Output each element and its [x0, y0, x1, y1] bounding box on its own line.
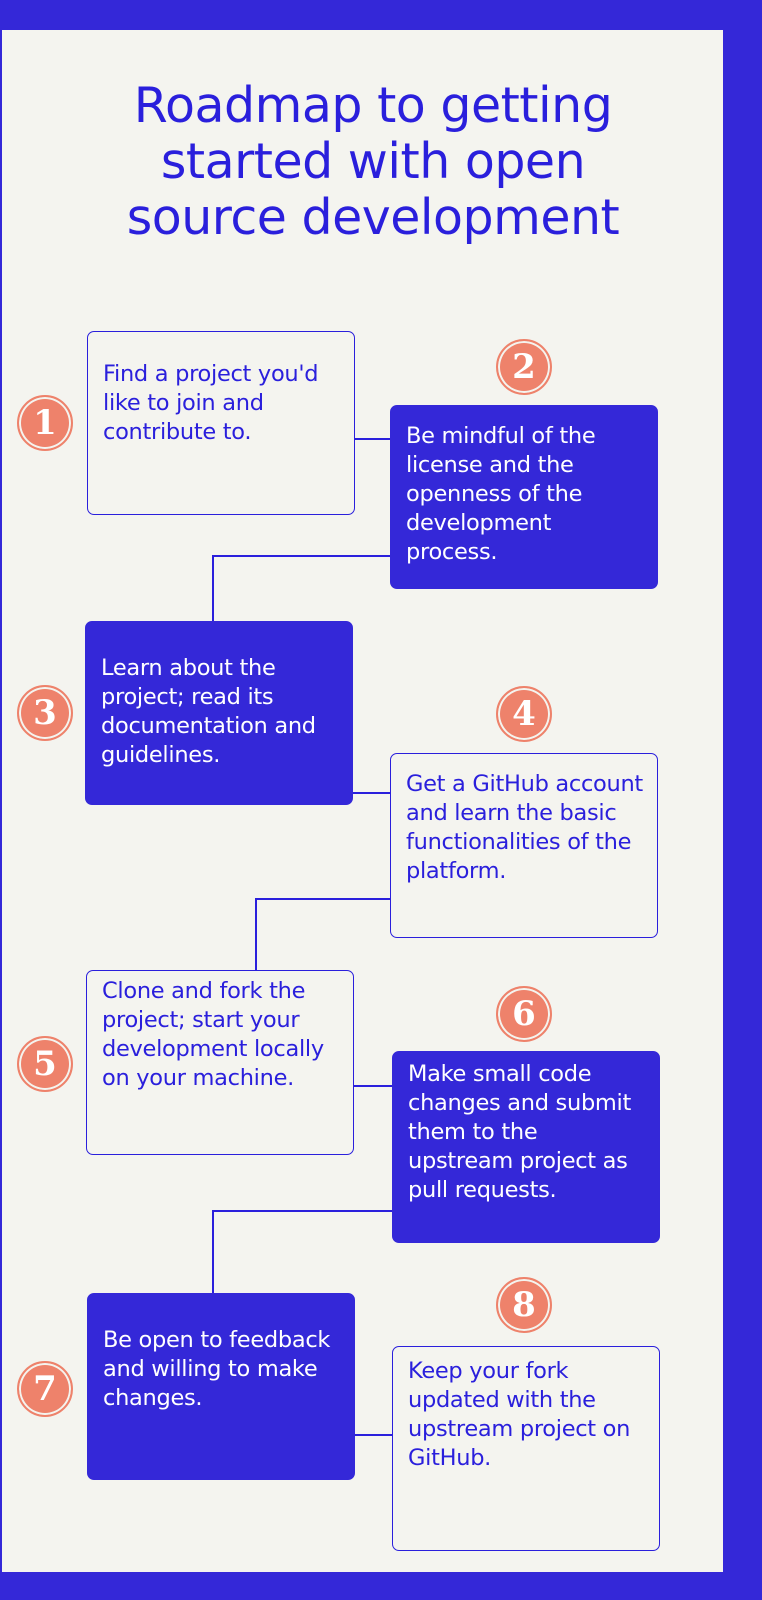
- connector-6-7-v: [212, 1210, 214, 1293]
- connector-4-5-h: [255, 898, 390, 900]
- step-7-number-badge: 7: [17, 1361, 73, 1417]
- step-3-number-badge: 3: [17, 685, 73, 741]
- step-1-number-badge: 1: [17, 395, 73, 451]
- step-7-box: Be open to feedback and willing to make …: [87, 1293, 355, 1480]
- connector-6-7-h: [212, 1210, 392, 1212]
- connector-3-4: [352, 792, 390, 794]
- step-8-number-badge: 8: [496, 1277, 552, 1333]
- step-5-box: Clone and fork the project; start your d…: [86, 970, 354, 1155]
- step-5-text: Clone and fork the project; start your d…: [102, 978, 324, 1091]
- page-title: Roadmap to getting started with open sou…: [40, 78, 706, 246]
- step-8-text: Keep your fork updated with the upstream…: [408, 1358, 631, 1471]
- step-2-number-badge: 2: [496, 339, 552, 395]
- connector-7-8: [354, 1434, 392, 1436]
- step-4-text: Get a GitHub account and learn the basic…: [406, 771, 643, 884]
- step-6-box: Make small code changes and submit them …: [392, 1051, 660, 1243]
- step-6-number-badge: 6: [496, 986, 552, 1042]
- step-4-number-badge: 4: [496, 686, 552, 742]
- step-2-box: Be mindful of the license and the openne…: [390, 405, 658, 589]
- step-3-box: Learn about the project; read its docume…: [85, 621, 353, 805]
- step-5-number-badge: 5: [17, 1036, 73, 1092]
- connector-1-2: [354, 438, 390, 440]
- title-line-3: source development: [126, 189, 620, 246]
- connector-4-5-v: [255, 898, 257, 970]
- connector-2-3-v: [212, 555, 214, 621]
- step-1-box: Find a project you'd like to join and co…: [87, 331, 355, 515]
- step-4-box: Get a GitHub account and learn the basic…: [390, 753, 658, 938]
- connector-5-6: [353, 1085, 392, 1087]
- title-line-2: started with open: [160, 133, 586, 190]
- step-8-box: Keep your fork updated with the upstream…: [392, 1346, 660, 1551]
- title-line-1: Roadmap to getting: [133, 77, 613, 134]
- step-3-text: Learn about the project; read its docume…: [101, 655, 316, 768]
- step-1-text: Find a project you'd like to join and co…: [103, 361, 319, 445]
- connector-2-3-h: [212, 555, 390, 557]
- step-6-text: Make small code changes and submit them …: [408, 1061, 632, 1203]
- step-2-text: Be mindful of the license and the openne…: [406, 423, 596, 565]
- step-7-text: Be open to feedback and willing to make …: [103, 1327, 331, 1411]
